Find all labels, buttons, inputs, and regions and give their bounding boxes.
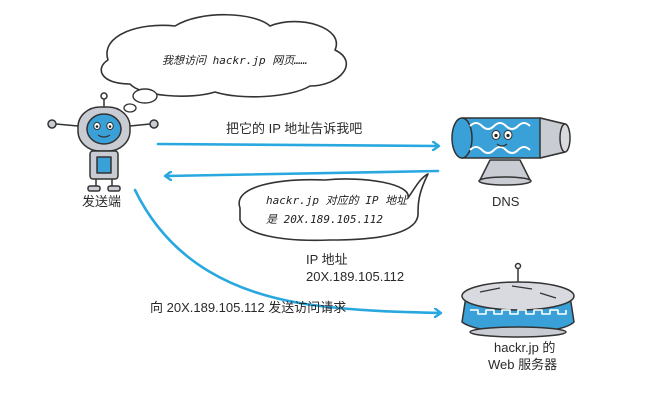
request-arrow — [133, 188, 440, 313]
client-label: 发送端 — [82, 194, 122, 209]
thought-dot-large — [132, 88, 158, 104]
web-server-label-line2: Web 服务器 — [488, 357, 558, 372]
answer-label-line2: 20X.189.105.112 — [306, 269, 405, 284]
thought-text: 我想访问 hackr.jp 网页…… — [162, 54, 308, 67]
web-server-label-line1: hackr.jp 的 — [494, 340, 556, 355]
answer-label-line1: IP 地址 — [306, 252, 348, 267]
thought-bubble — [100, 13, 348, 113]
web-server-icon — [461, 262, 575, 338]
request-arrow-label: 向 20X.189.105.112 发送访问请求 — [150, 300, 347, 315]
dns-reply-text-line2: 是 20X.189.105.112 — [266, 213, 383, 226]
dns-server-icon — [451, 117, 571, 186]
dns-label: DNS — [492, 194, 520, 209]
arrows — [133, 144, 440, 313]
thought-dot-small — [123, 103, 137, 113]
robot-client-icon — [47, 92, 159, 192]
dns-reply-text-line1: hackr.jp 对应的 IP 地址 — [266, 194, 408, 207]
speech-bubble — [238, 173, 429, 242]
answer-arrow — [166, 169, 440, 176]
query-arrow — [156, 144, 438, 146]
query-arrow-label: 把它的 IP 地址告诉我吧 — [226, 121, 363, 136]
